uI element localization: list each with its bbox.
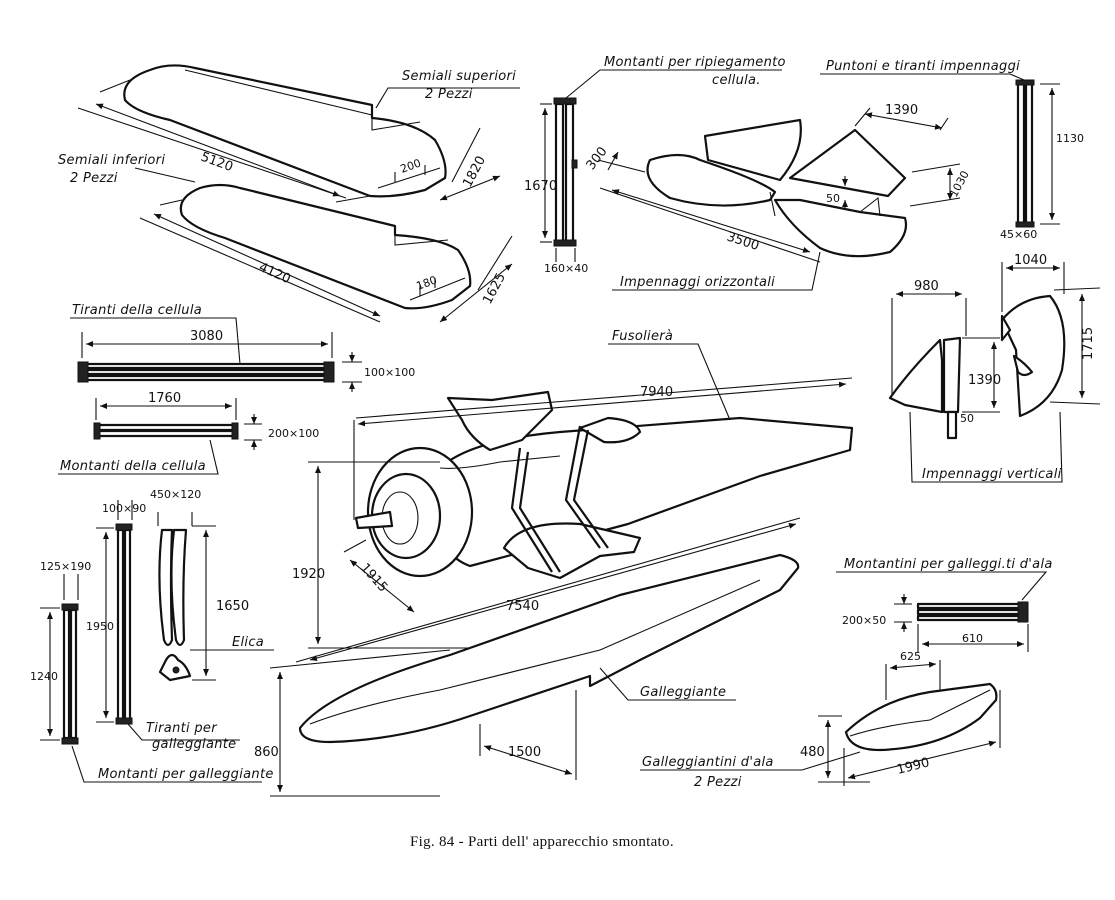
tie-sec-dim: 100×100 [364, 366, 415, 379]
wing-floats: 625 480 1990 Galleggiantini d'ala 2 Pezz… [640, 650, 1001, 790]
lower-wing-chord-dim: 1625 [480, 271, 509, 307]
label-elica: Elica [232, 635, 264, 650]
upper-wing-chord-dim: 1820 [460, 154, 489, 190]
htail-span-dim: 3500 [725, 230, 761, 254]
label-montanti-ripiegamento: Montanti per ripiegamento [604, 55, 786, 70]
label-tiranti-galleggiante: Tiranti per [146, 721, 218, 736]
float-strut-len-dim: 1240 [30, 670, 58, 683]
label-fusoliera: Fusolierà [612, 329, 673, 344]
float-step-dim: 1500 [508, 745, 541, 760]
htail-1030-dim: 1030 [947, 169, 972, 200]
brace-len-dim: 1130 [1056, 132, 1084, 145]
label-impennaggi-verticali: Impennaggi verticali [922, 467, 1062, 482]
cab-strut-len-dim: 1760 [148, 391, 181, 406]
fin-1390-dim: 1390 [968, 373, 1001, 388]
label-semiali-inferiori: Semiali inferiori [58, 153, 165, 168]
label-tiranti-galleggiante-2: galleggiante [152, 737, 236, 752]
cab-strut-sec-dim: 200×100 [268, 427, 319, 440]
float-length-dim: 7540 [506, 599, 539, 614]
wing-float-struts: 200×50 610 Montantini per galleggi.ti d'… [836, 557, 1053, 652]
label-montantini-galleggianti: Montantini per galleggi.ti d'ala [844, 557, 1053, 572]
label-montanti-cellula: Montanti della cellula [60, 459, 206, 474]
float-tie-len-dim: 1950 [86, 620, 114, 633]
cabane-ties: 3080 100×100 Tiranti della cellula [70, 303, 415, 392]
label-puntoni-tiranti: Puntoni e tiranti impennaggi [826, 59, 1020, 74]
vertical-tail: 980 1390 50 1040 1715 Impennaggi vertica… [888, 253, 1101, 483]
label-galleggiante: Galleggiante [640, 685, 726, 700]
wf-strut-len-dim: 610 [962, 632, 983, 645]
wf-width-dim: 625 [900, 650, 921, 663]
horizontal-tail: 3500 300 1390 1030 50 Impennaggi orizzon… [584, 103, 972, 291]
fuselage-length-dim: 7940 [640, 385, 673, 400]
htail-1390-dim: 1390 [885, 103, 918, 118]
propeller: 450×120 1650 Elica [150, 488, 274, 682]
folding-strut-sec-dim: 160×40 [544, 262, 588, 275]
wf-length-dim: 1990 [895, 755, 931, 778]
label-galleggiantini: Galleggiantini d'ala [642, 755, 774, 770]
fuselage-height-dim: 1920 [292, 567, 325, 582]
htail-300-dim: 300 [584, 144, 611, 173]
float-struts: 1240 125×190 Montanti per galleggiante 1… [30, 500, 274, 783]
prop-sec-dim: 450×120 [150, 488, 201, 501]
htail-50-dim: 50 [826, 192, 840, 205]
label-montanti-galleggiante: Montanti per galleggiante [98, 767, 274, 782]
main-float: 860 7540 1500 Galleggiante [254, 517, 801, 797]
wf-strut-sec-dim: 200×50 [842, 614, 886, 627]
folding-strut-len-dim: 1670 [524, 179, 557, 194]
brace-sec-dim: 45×60 [1000, 228, 1037, 241]
label-impennaggi-orizzontali: Impennaggi orizzontali [620, 275, 775, 290]
folding-struts: 1670 160×40 Montanti per ripiegamento ce… [524, 55, 786, 275]
lower-wing: 180 4120 1625 Semiali inferiori 2 Pezzi [58, 153, 513, 323]
fin-50-dim: 50 [960, 412, 974, 425]
upper-wing-span-dim: 5120 [199, 150, 235, 175]
label-galleggiantini-pezzi: 2 Pezzi [694, 775, 742, 790]
rudder-1715-dim: 1715 [1081, 327, 1096, 360]
label-tiranti-cellula: Tiranti della cellula [72, 303, 202, 318]
figure-caption: Fig. 84 - Parti dell' apparecchio smonta… [410, 834, 674, 850]
upper-wing: 5120 1820 200 Semiali superiori 2 Pezzi [77, 64, 520, 203]
tie-len-dim: 3080 [190, 329, 223, 344]
float-height-dim: 860 [254, 745, 279, 760]
rudder-1040-dim: 1040 [1014, 253, 1047, 268]
cabane-struts: 1760 200×100 Montanti della cellula [58, 391, 319, 475]
label-montanti-ripiegamento-cellula: cellula. [712, 73, 761, 88]
wf-height-dim: 480 [800, 745, 825, 760]
fin-980-dim: 980 [914, 279, 939, 294]
tail-braces: 1130 45×60 Puntoni e tiranti impennaggi [820, 59, 1084, 241]
label-semiali-inferiori-pezzi: 2 Pezzi [70, 171, 118, 186]
label-semiali-superiori-pezzi: 2 Pezzi [425, 87, 473, 102]
float-strut-sec-dim: 125×190 [40, 560, 91, 573]
label-semiali-superiori: Semiali superiori [402, 69, 516, 84]
prop-len-dim: 1650 [216, 599, 249, 614]
fuselage-width-dim: 1915 [357, 561, 390, 596]
float-tie-sec-dim: 100×90 [102, 502, 146, 515]
lower-wing-span-dim: 4120 [256, 260, 292, 287]
